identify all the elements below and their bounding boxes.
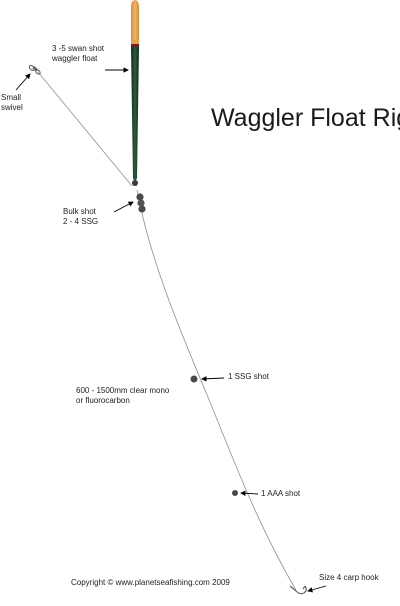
arrow-ssg-shot [201,376,225,382]
diagram-title: Waggler Float Rig [211,104,400,132]
copyright-text: Copyright © www.planetseafishing.com 200… [71,578,230,587]
main-line-lower [136,189,297,591]
label-bulk-shot: Bulk shot 2 - 4 SSG [63,207,99,226]
hook-icon [289,585,307,595]
arrow-hook [307,585,327,593]
label-line: 600 - 1500mm clear mono or fluorocarbon [76,386,170,405]
bulk-shot [136,193,146,213]
label-aaa-shot: 1 AAA shot [261,489,301,498]
label-swivel: Small swivel [1,93,23,112]
arrow-swivel [15,73,31,91]
waggler-float [131,0,139,186]
label-hook: Size 4 carp hook [319,573,379,582]
main-line-upper [37,71,133,187]
aaa-shot [232,490,238,496]
arrow-bulk-shot [113,201,134,213]
label-float: 3 -5 swan shot waggler float [52,44,105,63]
label-ssg-shot: 1 SSG shot [228,372,269,381]
ssg-shot [190,375,198,383]
arrow-aaa-shot [240,490,259,496]
swivel-icon [28,65,41,75]
